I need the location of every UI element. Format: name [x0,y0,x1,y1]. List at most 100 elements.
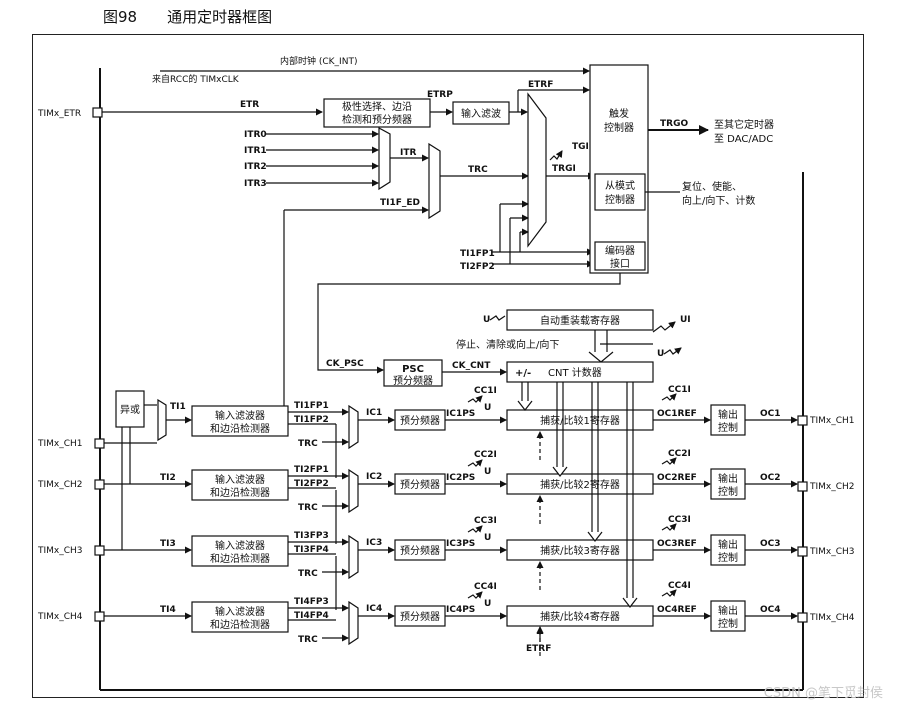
ch4-cc-out-label: CC4I [668,581,691,591]
encoder-line2: 接口 [610,257,630,270]
xor-label: 异或 [120,404,140,416]
ch4-filter-block [191,601,289,633]
ch3-fpa-label: TI3FP3 [294,531,329,541]
trgi-mux [527,92,547,248]
ch3-filter-line1: 输入滤波器 [215,539,265,552]
ch1-trc-label: TRC [298,439,318,449]
u-label-reload: U [483,315,490,325]
ch1-fpa-label: TI1FP1 [294,401,329,411]
ch4-output-ctrl-line1: 输出 [718,604,738,617]
ch4-ccr-label: 捕获/比较4寄存器 [540,610,620,623]
to-other-line1: 至其它定时器 [714,118,774,131]
pm-label: +/- [515,368,531,379]
pin-ch2-out [797,481,808,492]
reload-to-cnt-outline [594,330,608,354]
pin-ch1-in [94,438,105,449]
ch1-filter-line2: 和边沿检测器 [210,422,270,435]
ch1-output-ctrl-line2: 控制 [718,421,738,434]
pin-ch4-out [797,612,808,623]
ch2-cci-label: CC2I [474,450,497,460]
ch2-ocref-label: OC2REF [657,473,697,483]
etr-filter-label: 输入滤波 [461,107,501,120]
trc-mux [428,142,441,220]
ch2-ccr-label: 捕获/比较2寄存器 [540,478,620,491]
ui-arrow [652,321,676,333]
ch3-cc-out-arrow [661,523,677,531]
ch1-cc-out-arrow [661,393,677,401]
psc-label: PSC [402,364,424,375]
pin-ch3-in-label: TIMx_CH3 [37,546,83,556]
tgi-label: TGI [572,142,589,152]
u-label-cnt: U [657,349,664,359]
etr-label: ETR [240,100,259,110]
watermark: CSDN @笔下觅封侯 [763,686,883,701]
ch4-icps-label: IC4PS [446,605,475,615]
ch3-icps-label: IC3PS [446,539,475,549]
ch1-filter-block [191,405,289,437]
ch3-ccr-label: 捕获/比较3寄存器 [540,544,620,557]
etr-filter-block [452,101,510,125]
ch2-icps-label: IC2PS [446,473,475,483]
ck-int-label: 内部时钟 (CK_INT) [280,55,357,67]
pin-ch1-out-label: TIMx_CH1 [809,416,855,426]
cnt-to-ccr-head-4 [622,597,638,608]
ch2-filter-block [191,469,289,501]
ch2-output-ctrl-line1: 输出 [718,472,738,485]
ch1-cci-label: CC1I [474,386,497,396]
u-cnt-arrow [663,347,682,355]
ch3-cci-arrow [467,525,483,533]
cnt-to-ccr-head-1 [517,400,533,411]
ch4-output-ctrl-block [710,600,746,632]
ti1-label: TI1 [170,402,186,412]
pin-ch3-out-label: TIMx_CH3 [809,547,855,557]
ch1-output-ctrl-line1: 输出 [718,408,738,421]
ch3-trc-label: TRC [298,569,318,579]
pin-ch4-out-label: TIMx_CH4 [809,613,855,623]
polarity-block [323,98,431,128]
pin-ch3-in [94,545,105,556]
ch1-output-ctrl-block [710,404,746,436]
cnt-to-ccr-outline-3 [591,382,599,533]
ch1-prescaler-label: 预分频器 [400,414,440,427]
ti1-mux [157,398,167,442]
counter-block [506,361,654,383]
ck-cnt-label: CK_CNT [452,361,491,371]
ch1-ic-label: IC1 [366,408,382,418]
cnt-to-ccr-outline-4 [626,382,634,599]
ch1-u-label: U [484,403,491,413]
ck-psc-label: CK_PSC [326,359,364,369]
ch1-cci-arrow [467,395,483,403]
itr0-label: ITR0 [244,130,267,140]
ch3-ic-label: IC3 [366,538,382,548]
ch2-prescaler-label: 预分频器 [400,478,440,491]
ti4-label: TI4 [160,605,176,615]
polarity-line2: 检测和预分频器 [342,113,412,126]
ch4-ic-mux [348,600,359,646]
ch4-cci-label: CC4I [474,582,497,592]
ch3-ic-mux [348,534,359,580]
ch4-oc-label: OC4 [760,605,781,615]
ch4-cci-arrow [467,591,483,599]
itr2-label: ITR2 [244,162,267,172]
ch4-ic-label: IC4 [366,604,382,614]
cnt-to-ccr-head-3 [587,531,603,542]
ch1-oc-label: OC1 [760,409,781,419]
trigger-stack [589,64,649,274]
ch4-prescaler-label: 预分频器 [400,610,440,623]
ch2-output-ctrl-line2: 控制 [718,485,738,498]
pin-etr-label: TIMx_ETR [37,109,81,119]
slave-mode-line1: 从模式 [605,179,635,192]
itr-mux [378,126,391,191]
ch3-ocref-label: OC3REF [657,539,697,549]
auto-reload-label: 自动重装载寄存器 [540,314,620,327]
etrf-bottom-label: ETRF [526,644,551,654]
pin-ch4-in [94,611,105,622]
polarity-line1: 极性选择、边沿 [342,100,412,113]
ch1-filter-line1: 输入滤波器 [215,409,265,422]
ch3-oc-label: OC3 [760,539,781,549]
ch3-output-ctrl-block [710,534,746,566]
ch3-filter-line2: 和边沿检测器 [210,552,270,565]
ch3-u-label: U [484,533,491,543]
pin-ch2-out-label: TIMx_CH2 [809,482,855,492]
ch4-cc-out-arrow [661,589,677,597]
